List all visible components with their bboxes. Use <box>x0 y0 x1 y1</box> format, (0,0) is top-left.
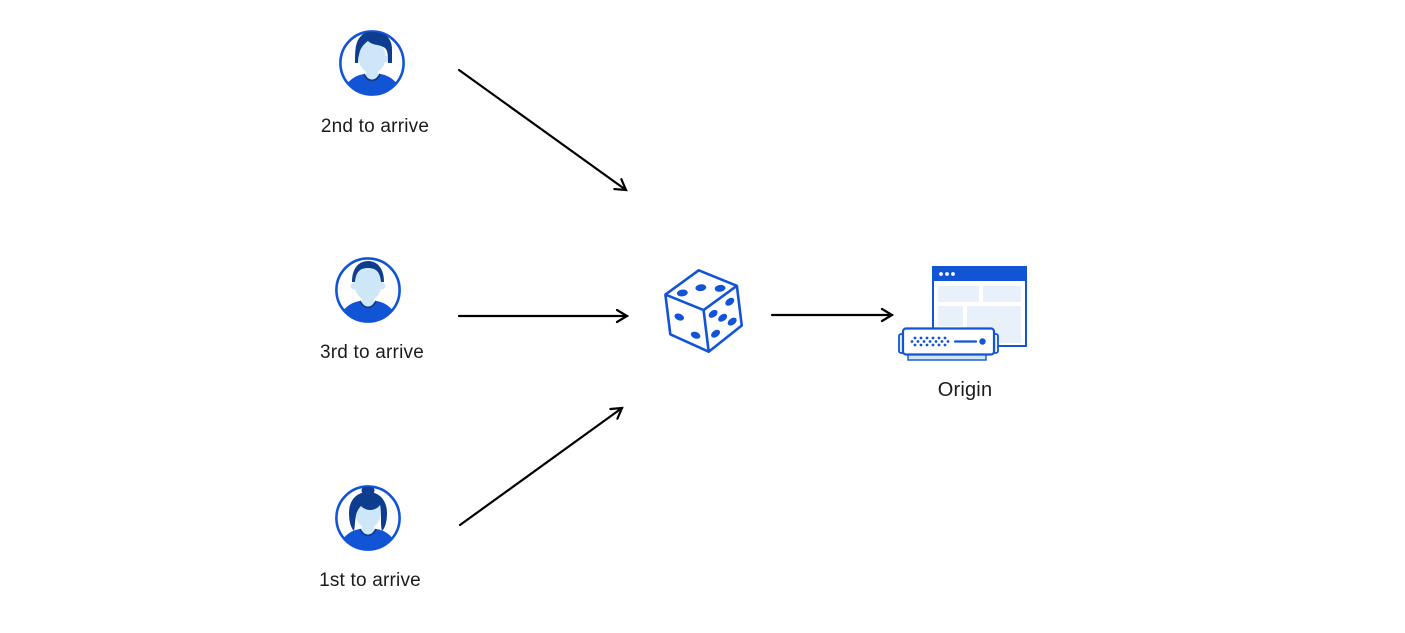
origin-label: Origin <box>937 379 993 401</box>
random-picker-node <box>660 264 749 364</box>
visitor-2nd-label: 2nd to arrive <box>320 116 430 137</box>
visitor-1st-label: 1st to arrive <box>319 570 421 591</box>
origin-server <box>898 327 999 367</box>
visitor-3rd-label: 3rd to arrive <box>320 342 424 363</box>
server-appliance-icon <box>898 327 999 361</box>
male-avatar-swept-hair-icon <box>339 30 405 96</box>
female-avatar-bun-icon <box>335 485 401 551</box>
server-vent-dots <box>910 336 950 347</box>
visitor-3rd-node <box>334 256 402 329</box>
arrow-visitor1-to-dice <box>458 406 624 527</box>
visitor-1st-node <box>334 484 402 557</box>
visitor-2nd-node <box>338 29 406 102</box>
dice-icon <box>664 269 744 354</box>
arrow-visitor2-to-dice <box>457 68 628 192</box>
male-avatar-short-hair-icon <box>335 257 401 323</box>
